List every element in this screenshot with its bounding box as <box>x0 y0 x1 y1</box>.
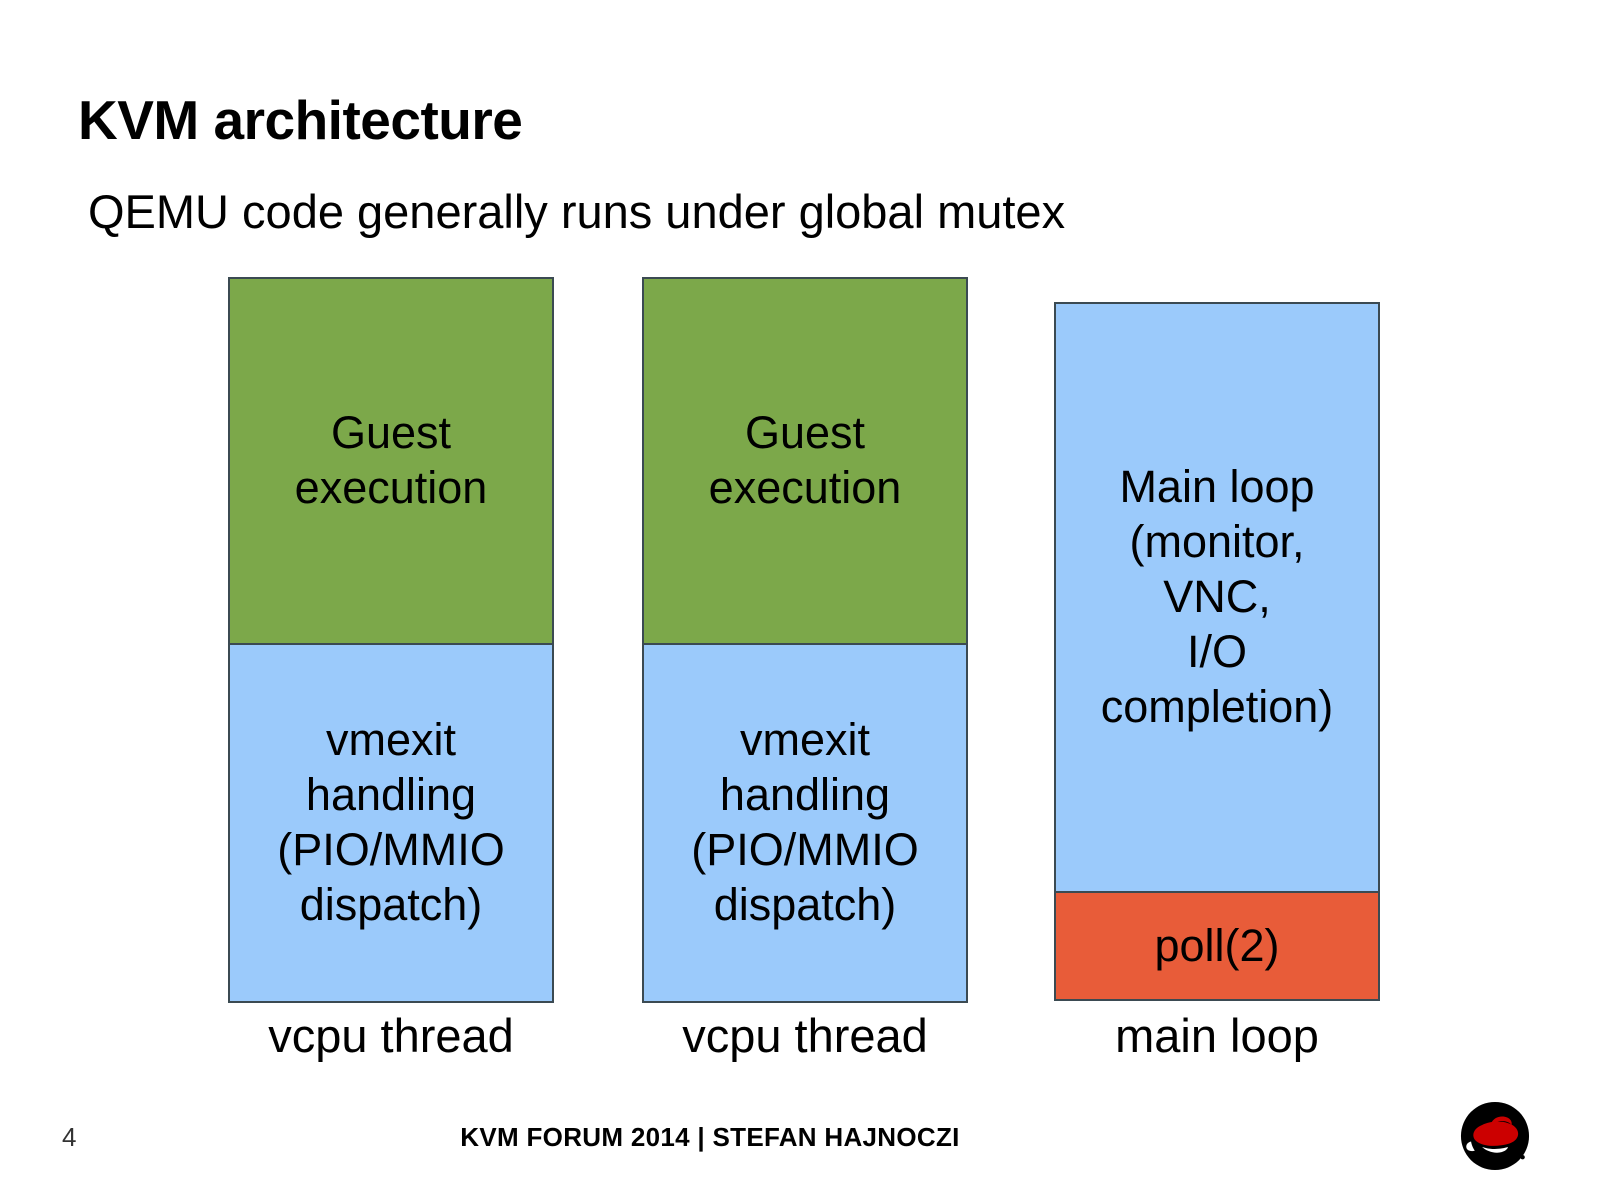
block-guest-execution-2: Guest execution <box>642 277 968 645</box>
block-label: vmexit handling (PIO/MMIO dispatch) <box>277 714 505 930</box>
block-vmexit-handling-1: vmexit handling (PIO/MMIO dispatch) <box>228 645 554 1003</box>
block-guest-execution-1: Guest execution <box>228 277 554 645</box>
footer-credit: KVM FORUM 2014 | STEFAN HAJNOCZI <box>460 1122 960 1152</box>
block-label: Guest execution <box>294 407 488 513</box>
block-label: Guest execution <box>708 407 902 513</box>
diagram-column-vcpu-thread-1: Guest execution vmexit handling (PIO/MMI… <box>228 277 554 1003</box>
red-hat-shadowman-logo-icon <box>1449 1090 1541 1182</box>
slide-subtitle: QEMU code generally runs under global mu… <box>88 185 1066 238</box>
page-title: KVM architecture <box>78 89 523 151</box>
block-label: Main loop (monitor, VNC, I/O completion) <box>1100 461 1334 732</box>
page-number: 4 <box>62 1122 77 1152</box>
column-label-vcpu-thread-1: vcpu thread <box>268 1009 514 1062</box>
block-main-loop-body: Main loop (monitor, VNC, I/O completion) <box>1054 302 1380 893</box>
column-label-main-loop: main loop <box>1115 1009 1319 1062</box>
block-poll-syscall: poll(2) <box>1054 893 1380 1001</box>
column-label-vcpu-thread-2: vcpu thread <box>682 1009 928 1062</box>
block-vmexit-handling-2: vmexit handling (PIO/MMIO dispatch) <box>642 645 968 1003</box>
block-label: vmexit handling (PIO/MMIO dispatch) <box>691 714 919 930</box>
diagram-column-vcpu-thread-2: Guest execution vmexit handling (PIO/MMI… <box>642 277 968 1003</box>
block-label: poll(2) <box>1154 919 1280 971</box>
diagram-column-main-loop: Main loop (monitor, VNC, I/O completion)… <box>1054 302 1380 1001</box>
